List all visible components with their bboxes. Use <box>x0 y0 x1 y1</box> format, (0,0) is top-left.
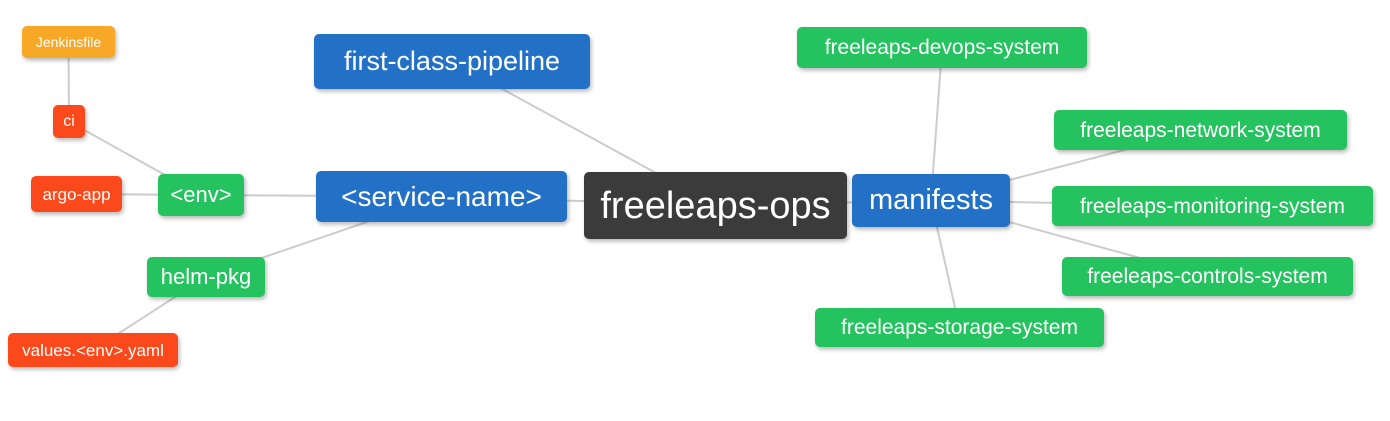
node-freeleaps-devops-system[interactable]: freeleaps-devops-system <box>797 27 1087 68</box>
node-freeleaps-monitoring-system[interactable]: freeleaps-monitoring-system <box>1052 186 1373 226</box>
node-freeleaps-controls-system[interactable]: freeleaps-controls-system <box>1062 257 1353 296</box>
node-freeleaps-ops[interactable]: freeleaps-ops <box>584 172 847 239</box>
node-helm-pkg[interactable]: helm-pkg <box>147 257 265 297</box>
node-values-env-yaml[interactable]: values.<env>.yaml <box>8 333 178 367</box>
node-first-class-pipeline[interactable]: first-class-pipeline <box>314 34 590 89</box>
node-manifests[interactable]: manifests <box>852 174 1010 227</box>
node-jenkinsfile[interactable]: Jenkinsfile <box>22 26 115 58</box>
node-freeleaps-storage-system[interactable]: freeleaps-storage-system <box>815 308 1104 347</box>
node-env[interactable]: <env> <box>158 174 244 216</box>
node-service-name[interactable]: <service-name> <box>316 171 567 222</box>
node-argo-app[interactable]: argo-app <box>31 176 122 212</box>
node-ci[interactable]: ci <box>53 105 85 138</box>
node-freeleaps-network-system[interactable]: freeleaps-network-system <box>1054 110 1347 150</box>
